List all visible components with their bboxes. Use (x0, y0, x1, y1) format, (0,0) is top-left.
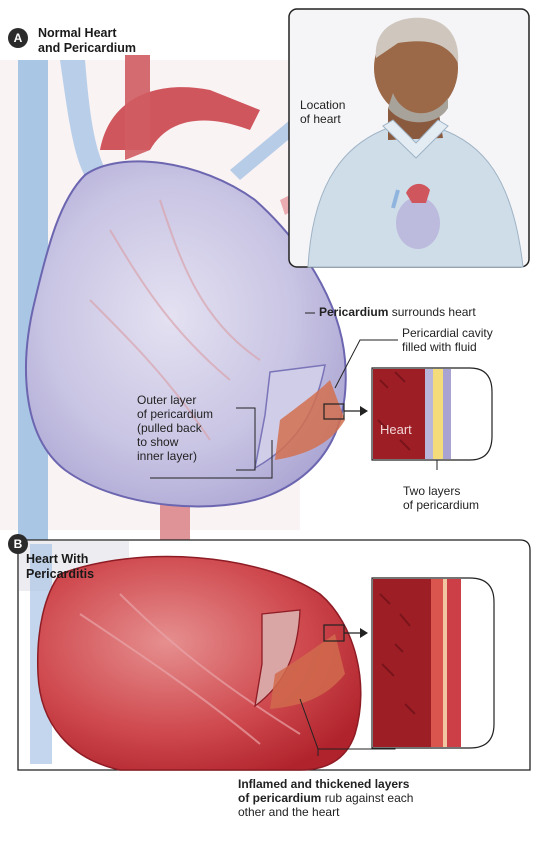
small-heart-icon (391, 183, 440, 249)
panel-a-title-line1: Normal Heart (38, 26, 117, 40)
cavity-label: Pericardial cavity filled with fluid (402, 326, 538, 354)
panel-b-title-line2: Pericarditis (26, 567, 95, 581)
pericardium-label: Pericardium surrounds heart (319, 305, 539, 319)
inflamed-caption: Inflamed and thickened layers of pericar… (238, 777, 538, 819)
outer-layer-line2: of pericardium (137, 407, 214, 421)
outer-layer-line4: to show (137, 435, 179, 449)
panel-a-title-line2: and Pericardium (38, 41, 136, 55)
caption-rest2: rub against each (321, 791, 414, 805)
cavity-label-line1: Pericardial cavity (402, 326, 493, 340)
outer-layer-line5: inner layer) (137, 449, 198, 463)
location-label-line1: Location (300, 98, 346, 112)
caption-line3: other and the heart (238, 805, 340, 819)
outer-layer-line3: (pulled back (137, 421, 202, 435)
outer-layer-label: Outer layer of pericardium (pulled back … (137, 393, 247, 463)
panel-a-title: Normal Heart and Pericardium (38, 26, 136, 56)
two-layers-label: Two layers of pericardium (403, 484, 533, 512)
panel-b-title-line1: Heart With (26, 552, 89, 566)
inner-layer-exposed (275, 380, 345, 460)
caption-bold1: Inflamed and thickened layers (238, 777, 410, 791)
zoom-box-inflamed (371, 577, 495, 749)
panel-b-title: Heart With Pericarditis (26, 552, 94, 582)
panel-b-badge: B (8, 534, 28, 554)
caption-bold2: of pericardium (238, 791, 322, 805)
normal-heart-illustration (0, 55, 493, 540)
two-layers-line1: Two layers (403, 484, 461, 498)
outer-layer-line1: Outer layer (137, 393, 197, 407)
pericarditis-illustration (17, 539, 531, 771)
panel-a-badge: A (8, 28, 28, 48)
pericardium-label-bold: Pericardium (319, 305, 389, 319)
zoom-heart-label: Heart (380, 422, 412, 437)
pericardium-label-rest: surrounds heart (388, 305, 476, 319)
cavity-label-line2: filled with fluid (402, 340, 477, 354)
location-label-line2: of heart (300, 112, 341, 126)
zoom-box-layers (371, 367, 493, 470)
two-layers-line2: of pericardium (403, 498, 480, 512)
location-inset (288, 8, 530, 268)
location-label: Location of heart (300, 98, 380, 126)
